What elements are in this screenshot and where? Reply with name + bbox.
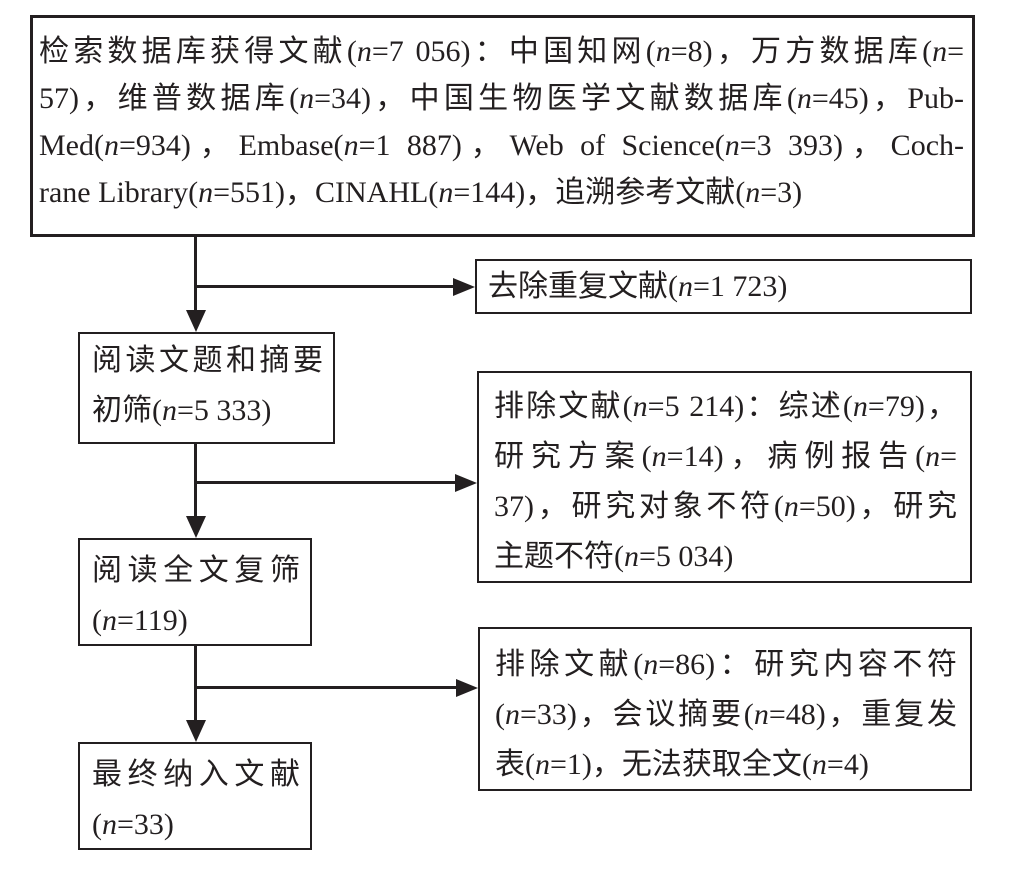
connector-horizontal-3 xyxy=(194,686,458,689)
text-line: 研究方案(n=14)，病例报告(n= xyxy=(494,440,957,473)
arrow-right-icon xyxy=(456,679,478,697)
arrow-right-icon xyxy=(455,474,477,492)
connector-horizontal-1 xyxy=(194,285,455,288)
arrow-down-icon xyxy=(186,516,206,538)
box-identification: 检索数据库获得文献(n=7 056)：中国知网(n=8)，万方数据库(n= 57)… xyxy=(30,15,975,237)
text-line: 表(n=1)，无法获取全文(n=4) xyxy=(495,748,869,781)
connector-vertical-2 xyxy=(194,444,197,517)
connector-horizontal-2 xyxy=(194,481,457,484)
box-initial-screening: 阅读文题和摘要初筛(n=5 333) xyxy=(78,332,335,444)
text-line: 37)，研究对象不符(n=50)，研究 xyxy=(494,490,957,523)
text-line: rane Library(n=551)，CINAHL(n=144)，追溯参考文献… xyxy=(39,176,803,209)
arrow-right-icon xyxy=(453,278,475,296)
text-line: 检索数据库获得文献(n=7 056)：中国知网(n=8)，万方数据库(n= xyxy=(39,35,964,68)
box-duplicates-removed: 去除重复文献(n=1 723) xyxy=(475,259,972,314)
arrow-down-icon xyxy=(186,720,206,742)
text-line: 主题不符(n=5 034) xyxy=(494,540,734,573)
text-line: 阅读全文复筛 xyxy=(92,554,300,587)
text-line: 最终纳入文献 xyxy=(92,758,300,791)
arrow-down-icon xyxy=(186,310,206,332)
box-excluded-after-initial-screening: 排除文献(n=5 214)：综述(n=79)， 研究方案(n=14)，病例报告(n… xyxy=(477,371,972,583)
text-line: 57)，维普数据库(n=34)，中国生物医学文献数据库(n=45)，Pub- xyxy=(39,82,964,115)
text-line: 去除重复文献(n=1 723) xyxy=(488,270,788,303)
box-excluded-after-fulltext-screening: 排除文献(n=86)：研究内容不符 (n=33)，会议摘要(n=48)，重复发表(… xyxy=(478,627,972,791)
text-line: 阅读文题和摘要 xyxy=(92,344,323,377)
text-line: (n=119) xyxy=(92,604,188,637)
text-line: 排除文献(n=5 214)：综述(n=79)， xyxy=(494,390,957,423)
text-line: 初筛(n=5 333) xyxy=(92,394,272,427)
box-final-included: 最终纳入文献 (n=33) xyxy=(78,742,312,850)
connector-vertical-3 xyxy=(194,646,197,721)
text-line: Med(n=934)，Embase(n=1 887)，Web of Scienc… xyxy=(39,129,964,162)
text-line: (n=33) xyxy=(92,808,174,841)
connector-vertical-1 xyxy=(194,237,197,312)
text-line: (n=33)，会议摘要(n=48)，重复发 xyxy=(495,698,957,731)
box-fulltext-screening: 阅读全文复筛 (n=119) xyxy=(78,538,312,646)
text-line: 排除文献(n=86)：研究内容不符 xyxy=(495,648,957,681)
